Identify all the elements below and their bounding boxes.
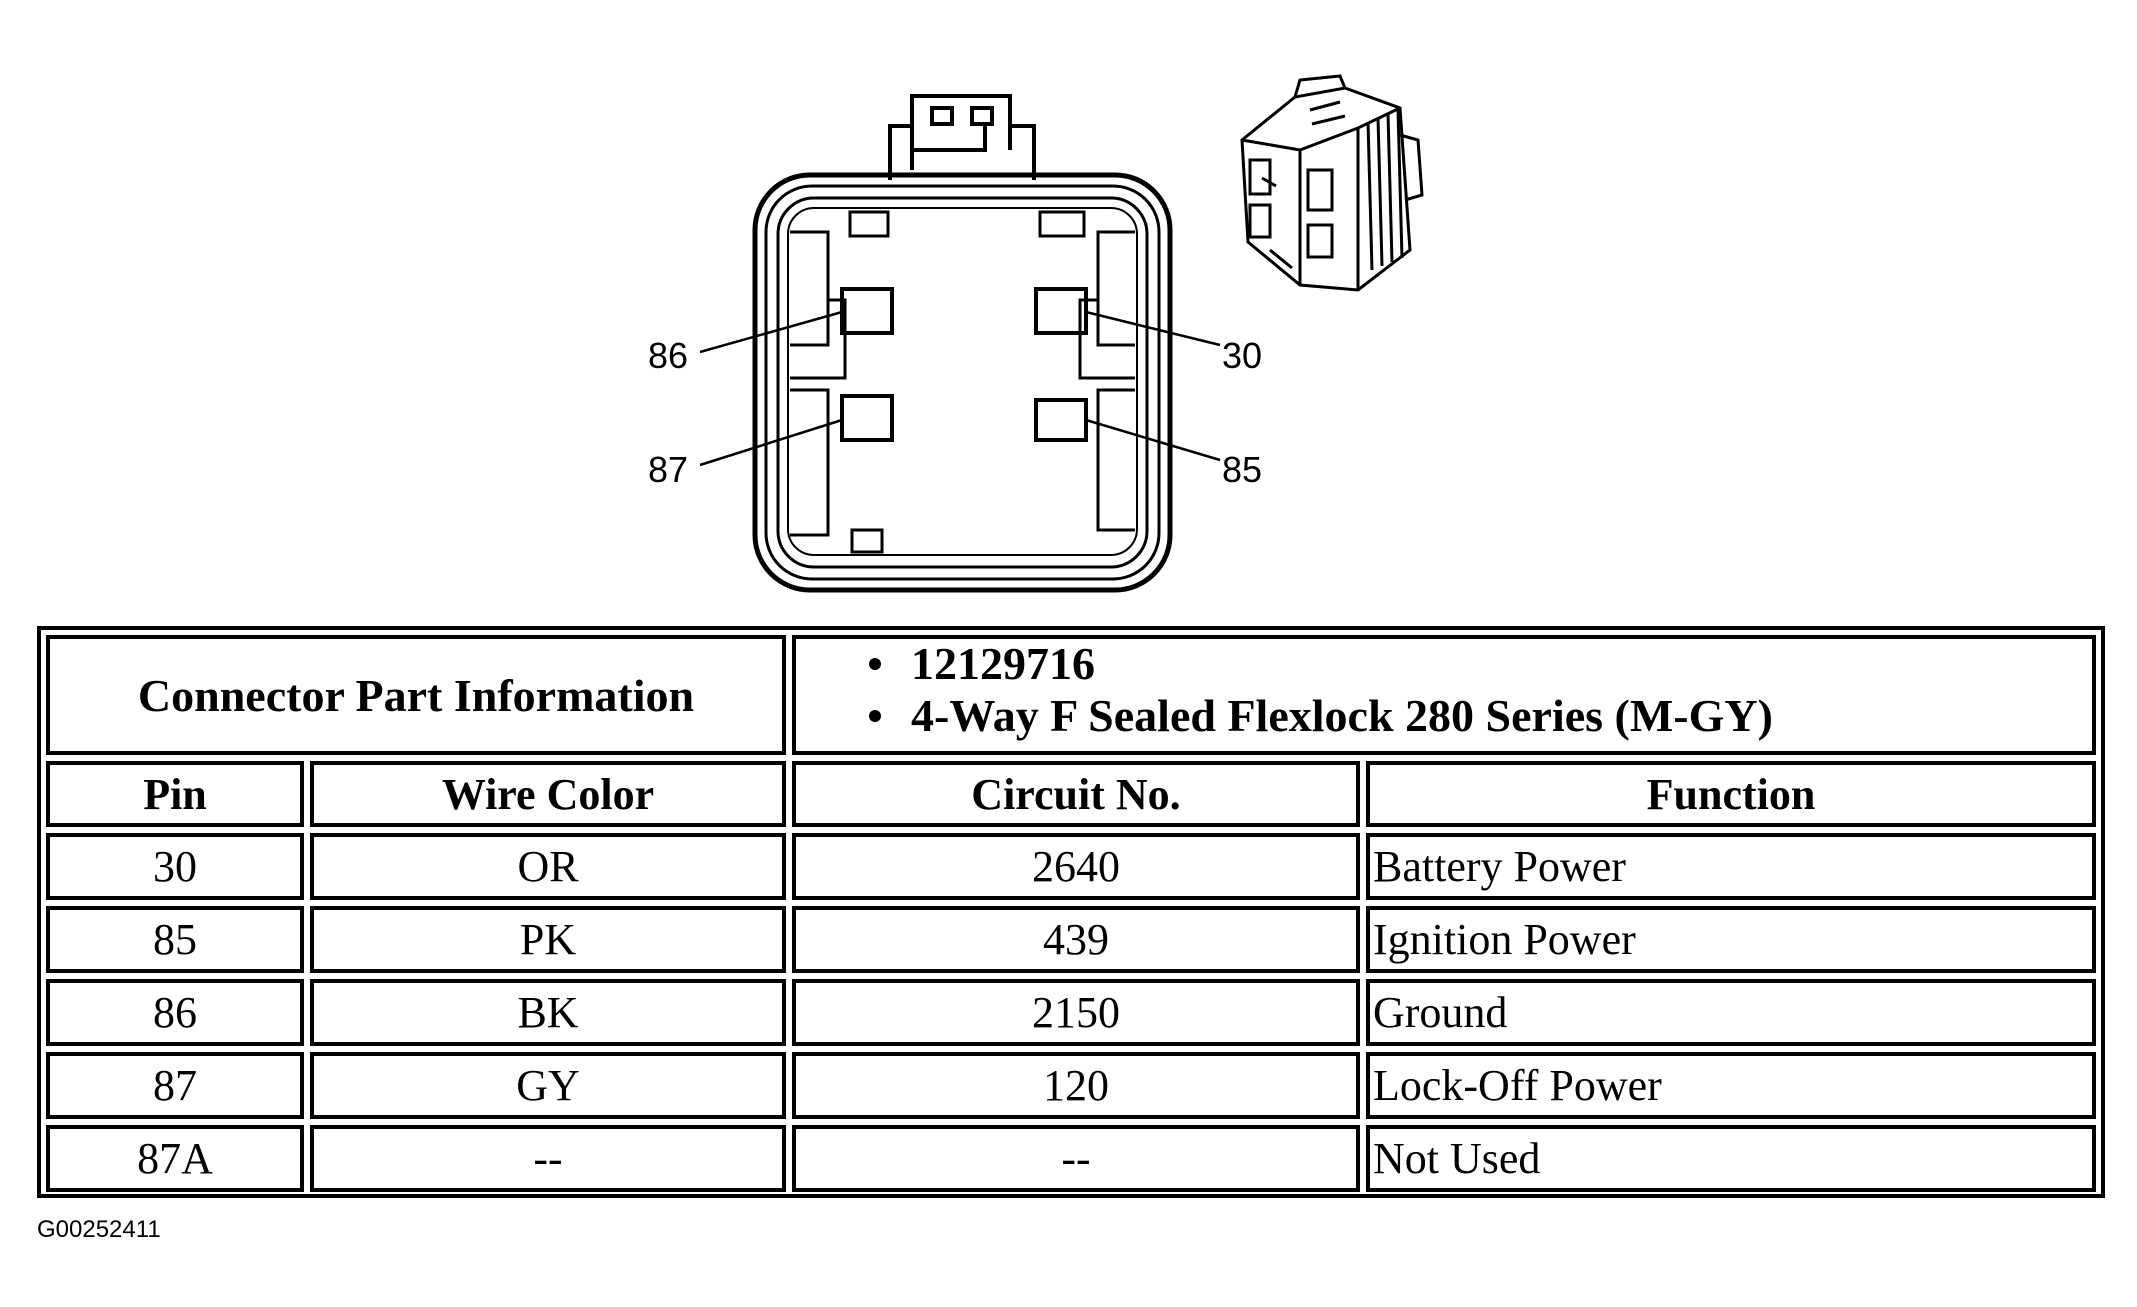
table-row: 85 PK 439 Ignition Power: [47, 907, 2095, 972]
cell-function: Battery Power: [1367, 834, 2095, 899]
cell-circuit-no: 120: [793, 1053, 1359, 1118]
terminal-cavity-85: [1034, 398, 1088, 442]
table-row: 87A -- -- Not Used: [47, 1126, 2095, 1191]
connector-info-row: Connector Part Information 12129716 4-Wa…: [47, 636, 2095, 754]
bullet-icon: [869, 710, 881, 722]
cell-function: Not Used: [1367, 1126, 2095, 1191]
header-circuit-no: Circuit No.: [793, 762, 1359, 826]
table-row: 30 OR 2640 Battery Power: [47, 834, 2095, 899]
cell-pin: 87A: [47, 1126, 303, 1191]
header-pin: Pin: [47, 762, 303, 826]
pin-label-30: 30: [1222, 335, 1262, 376]
cell-function: Ignition Power: [1367, 907, 2095, 972]
cell-circuit-no: 439: [793, 907, 1359, 972]
cell-function: Ground: [1367, 980, 2095, 1045]
table-row: 87 GY 120 Lock-Off Power: [47, 1053, 2095, 1118]
cell-circuit-no: --: [793, 1126, 1359, 1191]
pin-label-87: 87: [648, 449, 688, 490]
cell-function: Lock-Off Power: [1367, 1053, 2095, 1118]
terminal-cavity-86: [840, 287, 894, 335]
cell-wire-color: PK: [311, 907, 785, 972]
pin-leader-lines: [699, 310, 1221, 467]
cell-pin: 86: [47, 980, 303, 1045]
table-row: 86 BK 2150 Ground: [47, 980, 2095, 1045]
cell-circuit-no: 2640: [793, 834, 1359, 899]
connector-description-text: 4-Way F Sealed Flexlock 280 Series (M-GY…: [911, 690, 1773, 741]
header-wire-color: Wire Color: [311, 762, 785, 826]
connector-pinout-table: Connector Part Information 12129716 4-Wa…: [37, 626, 2105, 1198]
terminal-cavity-30: [1034, 287, 1088, 335]
connector-info-values: 12129716 4-Way F Sealed Flexlock 280 Ser…: [793, 636, 2095, 754]
cell-pin: 30: [47, 834, 303, 899]
figure-id: G00252411: [37, 1216, 161, 1243]
pin-label-85: 85: [1222, 449, 1262, 490]
connector-description: 4-Way F Sealed Flexlock 280 Series (M-GY…: [869, 690, 1773, 742]
cell-pin: 85: [47, 907, 303, 972]
table-header-row: Pin Wire Color Circuit No. Function: [47, 762, 2095, 826]
connector-face-diagram: 86 30 87 85: [648, 74, 1424, 593]
connector-part-number-text: 12129716: [911, 638, 1095, 689]
connector-housing: [752, 172, 1173, 593]
cell-wire-color: GY: [311, 1053, 785, 1118]
cell-circuit-no: 2150: [793, 980, 1359, 1045]
connector-part-number: 12129716: [869, 638, 1095, 690]
connector-latch: [888, 94, 1036, 180]
cell-wire-color: --: [311, 1126, 785, 1191]
bullet-icon: [869, 658, 881, 670]
pin-label-86: 86: [648, 335, 688, 376]
cell-wire-color: BK: [311, 980, 785, 1045]
cell-wire-color: OR: [311, 834, 785, 899]
connector-isometric-view: [1240, 74, 1424, 292]
terminal-cavity-87: [840, 394, 894, 442]
connector-ribs: [790, 210, 1135, 554]
cell-pin: 87: [47, 1053, 303, 1118]
connector-info-label: Connector Part Information: [47, 636, 785, 754]
header-function: Function: [1367, 762, 2095, 826]
